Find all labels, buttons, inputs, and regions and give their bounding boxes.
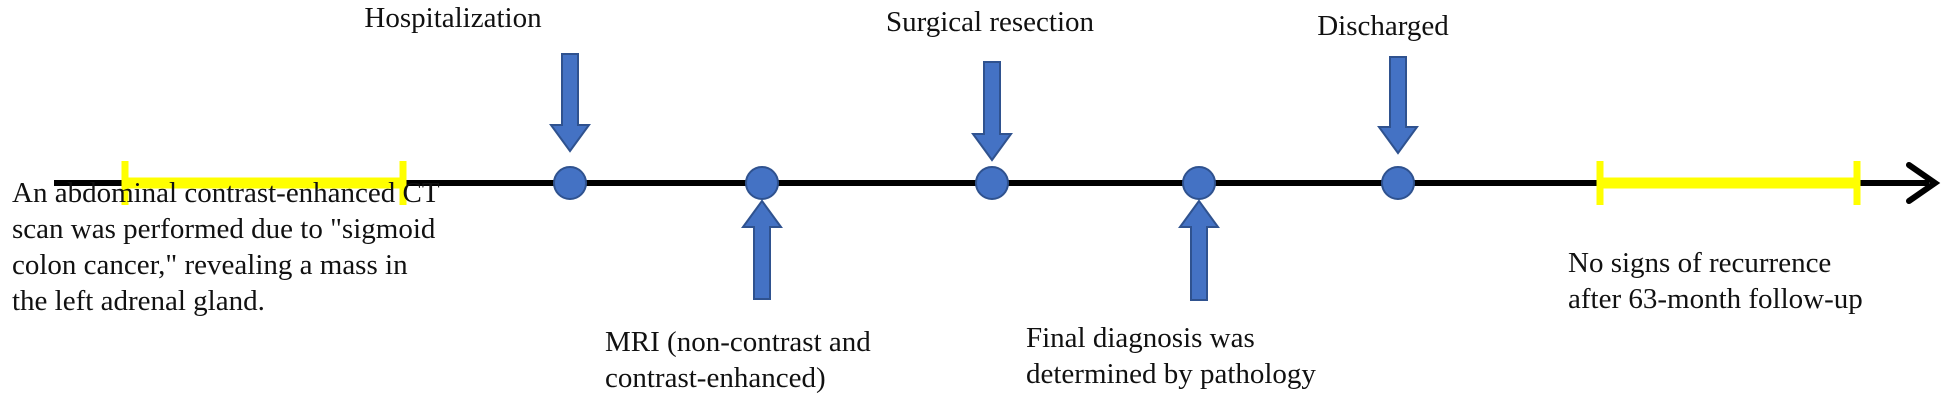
- surgical-resection-arrow: [971, 61, 1013, 162]
- axis-arrowhead: [1906, 162, 1941, 204]
- mri-label-line: contrast-enhanced): [605, 362, 826, 394]
- surgical-resection-marker: [975, 166, 1009, 200]
- follow-up-note-line: after 63-month follow-up: [1568, 283, 1863, 315]
- discharged-marker: [1381, 166, 1415, 200]
- final-diagnosis-label-line: determined by pathology: [1026, 358, 1316, 390]
- follow-up-note-line: No signs of recurrence: [1568, 247, 1832, 279]
- final-diagnosis-marker: [1182, 166, 1216, 200]
- ct-scan-note-line: colon cancer," revealing a mass in: [12, 249, 408, 281]
- discharged-arrow: [1377, 56, 1419, 155]
- ct-scan-note-line: the left adrenal gland.: [12, 285, 265, 317]
- final-diagnosis-label: Final diagnosis was determined by pathol…: [1026, 320, 1316, 392]
- final-diagnosis-arrow: [1178, 199, 1220, 301]
- hospitalization-marker: [553, 166, 587, 200]
- ct-scan-note-line: scan was performed due to "sigmoid: [12, 213, 436, 245]
- follow-up-note: No signs of recurrence after 63-month fo…: [1568, 245, 1863, 317]
- discharged-label: Discharged: [1317, 10, 1449, 42]
- ct-scan-note-line: An abdominal contrast-enhanced CT: [12, 177, 440, 209]
- mri-arrow: [741, 199, 783, 300]
- mri-marker: [745, 166, 779, 200]
- mri-label-line: MRI (non-contrast and: [605, 326, 871, 358]
- mri-label: MRI (non-contrast and contrast-enhanced): [605, 324, 871, 396]
- ct-scan-note: An abdominal contrast-enhanced CT scan w…: [12, 175, 440, 319]
- surgical-resection-label: Surgical resection: [885, 6, 1095, 38]
- final-diagnosis-label-line: Final diagnosis was: [1026, 322, 1255, 354]
- hospitalization-arrow: [549, 53, 591, 153]
- hospitalization-label: Hospitalization: [364, 2, 542, 34]
